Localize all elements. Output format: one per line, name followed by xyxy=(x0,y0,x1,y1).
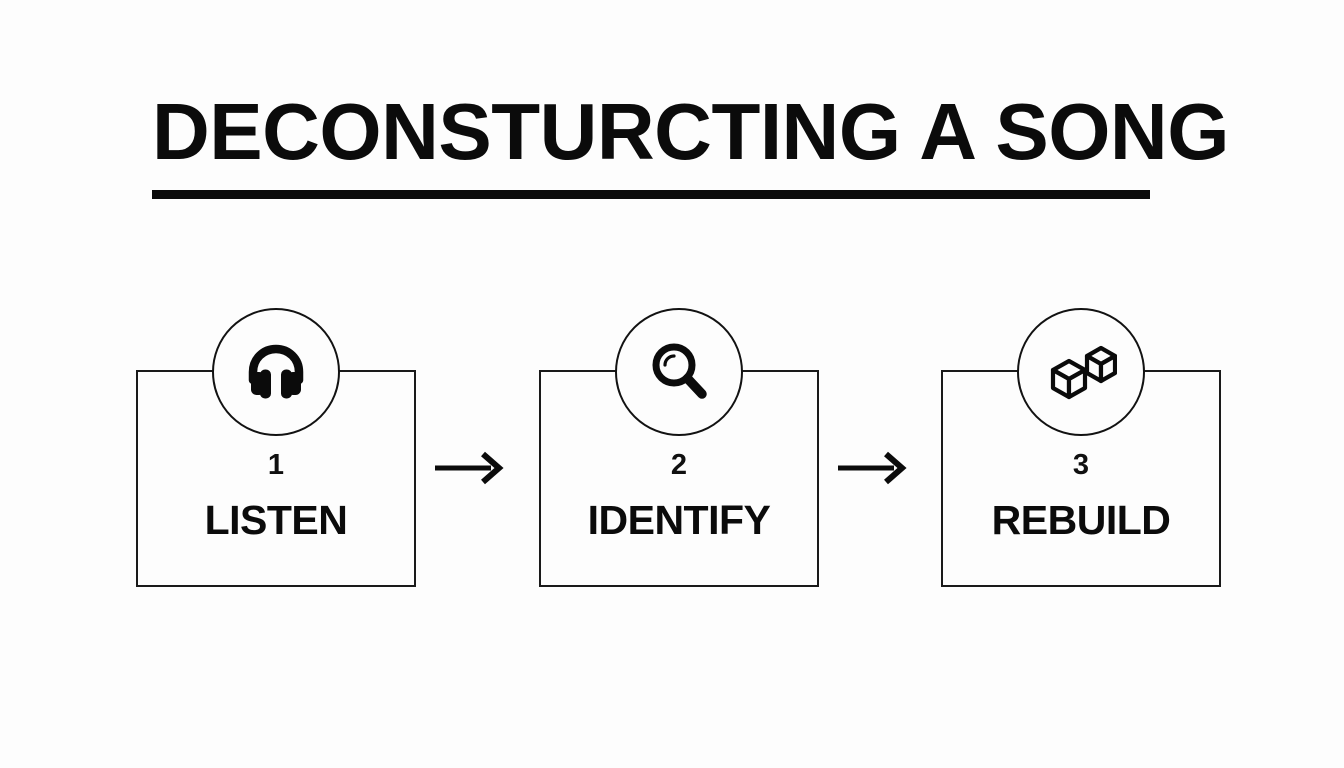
title-block: DECONSTURCTING A SONG xyxy=(152,87,1229,199)
step-label-1: LISTEN xyxy=(204,497,348,543)
step-body-3: 3 REBUILD xyxy=(943,448,1219,542)
step-number-1: 1 xyxy=(267,449,285,481)
step-icon-badge-2 xyxy=(615,308,743,436)
magnifying-glass-icon xyxy=(643,336,715,408)
step-number-3: 3 xyxy=(1072,449,1090,481)
arrow-right-icon xyxy=(433,451,507,485)
flow-connector-2 xyxy=(828,448,918,488)
step-number-2: 2 xyxy=(670,449,688,481)
process-flow: 1 LISTEN xyxy=(0,308,1344,590)
step-icon-badge-3 xyxy=(1017,308,1145,436)
step-card-rebuild[interactable]: 3 REBUILD xyxy=(941,308,1221,587)
arrow-right-icon xyxy=(836,451,910,485)
headphones-icon xyxy=(240,336,312,408)
step-icon-badge-1 xyxy=(212,308,340,436)
step-label-2: IDENTIFY xyxy=(587,497,771,543)
step-card-identify[interactable]: 2 IDENTIFY xyxy=(539,308,819,587)
page-title: DECONSTURCTING A SONG xyxy=(152,87,1229,176)
step-label-3: REBUILD xyxy=(991,497,1171,543)
blocks-cubes-icon xyxy=(1045,336,1117,408)
step-body-1: 1 LISTEN xyxy=(138,448,414,542)
title-underline-rule xyxy=(152,190,1150,199)
flow-connector-1 xyxy=(425,448,515,488)
step-card-listen[interactable]: 1 LISTEN xyxy=(136,308,416,587)
step-body-2: 2 IDENTIFY xyxy=(541,448,817,542)
